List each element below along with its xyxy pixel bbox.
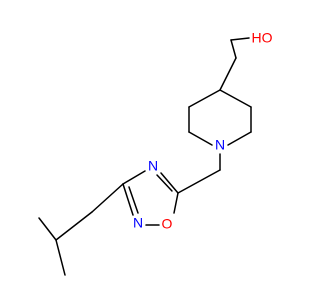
bond-c4-c3: [219, 89, 252, 108]
bond-c3-ch2: [91, 183, 124, 213]
oxadiazole-nitrogen-top-label: N: [148, 158, 158, 174]
bond-ch2-ch: [55, 211, 93, 241]
molecule-canvas: HO N N N O: [38, 29, 273, 276]
bond-ch2-oh: [230, 39, 237, 59]
bond-c5-n4-double: [156, 174, 173, 192]
bond-oh: [230, 37, 250, 41]
structure-diagram: HO N N N O: [38, 30, 273, 276]
bond-o1-c5: [173, 192, 179, 214]
oxadiazole-nitrogen-bottom-label: N: [133, 215, 143, 231]
bond-c5-n4: [160, 172, 179, 194]
bond-c4-ch2: [219, 57, 237, 91]
bond-ch2-c5oxa: [177, 169, 221, 194]
bond-c3-n2-double: [128, 186, 139, 214]
oxadiazole-oxygen-label: O: [162, 216, 173, 232]
bond-n-c6: [188, 131, 213, 146]
bond-ch-me1: [38, 217, 57, 241]
bond-c3-n2: [122, 183, 134, 216]
bond-c5-c4: [188, 89, 221, 108]
bond-n4-c3: [122, 170, 146, 185]
hydroxyl-label: HO: [252, 30, 273, 46]
bond-c2-n: [227, 131, 252, 146]
piperidine-nitrogen-label: N: [215, 137, 225, 153]
bond-ch-me2: [55, 239, 66, 276]
